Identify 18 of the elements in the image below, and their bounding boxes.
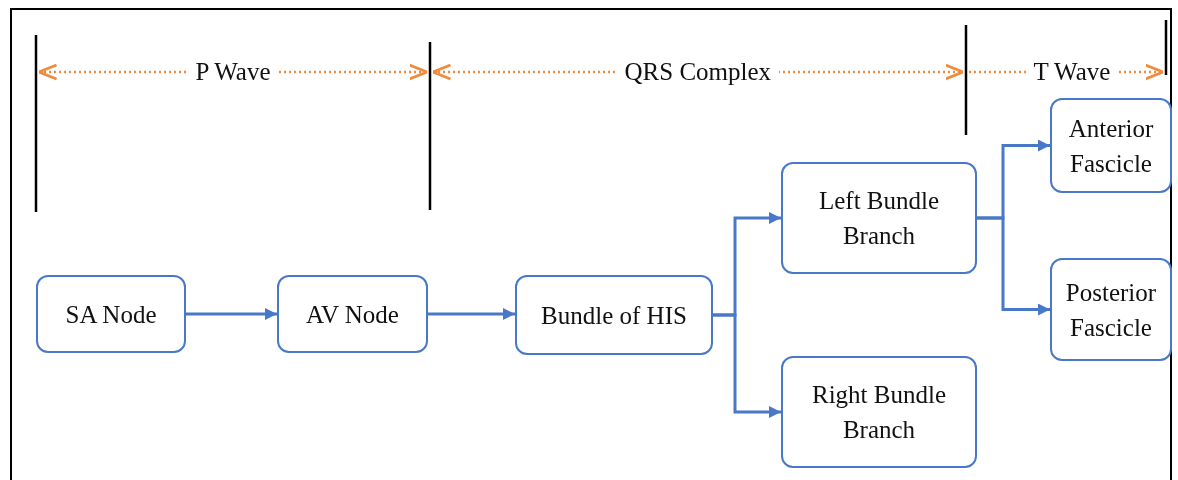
process-box <box>515 275 713 355</box>
node-label: AV Node <box>306 299 399 330</box>
arrow <box>186 308 277 320</box>
process-box <box>277 275 428 353</box>
node-label: Right Bundle Branch <box>810 380 947 445</box>
process-box <box>781 356 977 468</box>
process-box <box>1050 258 1172 361</box>
node-label: Posterior Fascicle <box>1064 277 1158 343</box>
process-box <box>36 275 186 353</box>
node-label: Bundle of HIS <box>541 300 687 331</box>
arrow <box>428 308 515 320</box>
node-label: Anterior Fascicle <box>1067 113 1155 179</box>
process-box <box>781 162 977 274</box>
node-label: SA Node <box>65 299 157 330</box>
arrow <box>977 216 1050 316</box>
arrow <box>713 313 781 418</box>
node-label: Left Bundle Branch <box>817 186 941 251</box>
process-box <box>1050 98 1172 193</box>
